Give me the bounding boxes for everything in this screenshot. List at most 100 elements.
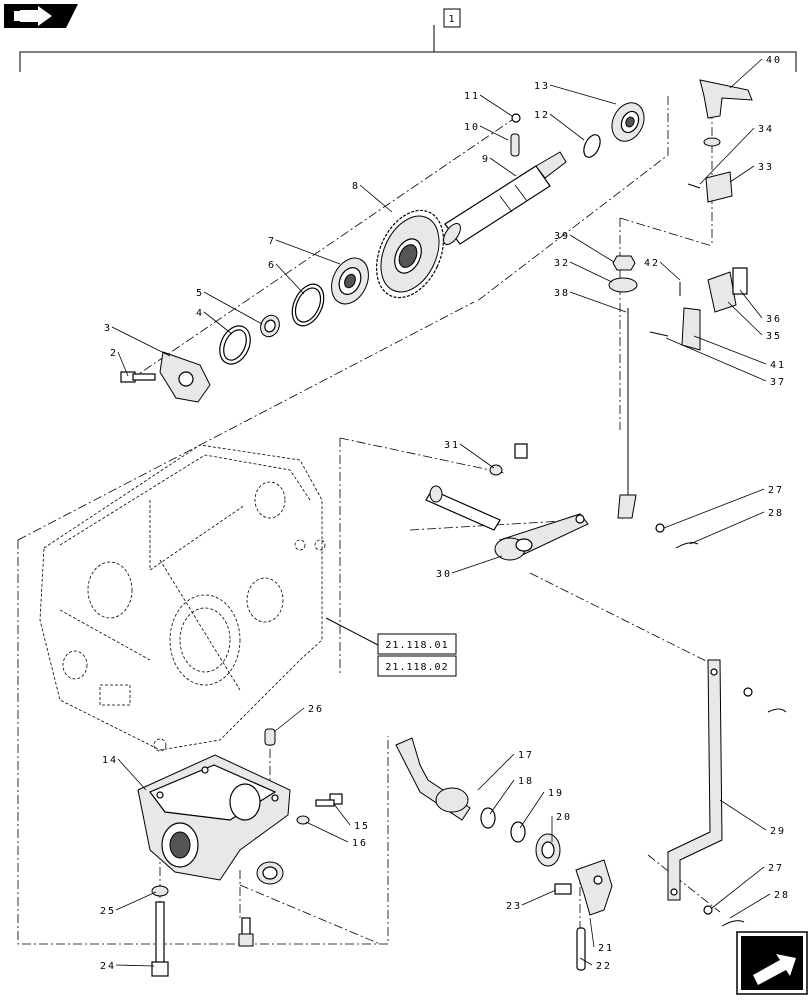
callout-number: 37	[770, 377, 786, 388]
callout-number: 21	[598, 943, 614, 954]
callout-37: 37	[665, 337, 786, 388]
leader-line	[459, 443, 495, 469]
leader-line	[115, 891, 157, 911]
lower-housing	[137, 754, 291, 885]
leader-line	[569, 261, 613, 283]
callout-number: 12	[534, 110, 550, 121]
callout-number: 11	[464, 91, 480, 102]
leader-line	[489, 157, 517, 177]
callout-number: 32	[554, 258, 570, 269]
callout-33: 33	[729, 162, 774, 183]
callout-number: 7	[268, 236, 276, 247]
reference-box-1	[377, 633, 457, 655]
group-ref-label: 1	[448, 14, 455, 25]
callout-number: 15	[354, 821, 370, 832]
callout-number: 27	[768, 863, 784, 874]
callout-number: 5	[196, 288, 204, 299]
leader-line	[117, 758, 147, 791]
callout-16: 16	[305, 821, 368, 849]
callout-2: 2	[110, 348, 129, 377]
callout-8: 8	[352, 181, 393, 213]
leader-line	[719, 799, 767, 831]
leader-line	[727, 301, 763, 336]
callout-number: 30	[436, 569, 452, 580]
callout-12: 12	[534, 110, 585, 141]
callout-number: 35	[766, 331, 782, 342]
callout-39: 39	[554, 231, 615, 263]
leader-line	[275, 239, 341, 265]
leader-line	[203, 291, 263, 325]
leader-line	[111, 326, 171, 357]
leader-line	[589, 917, 595, 948]
callout-3: 3	[104, 323, 171, 357]
leader-line	[549, 84, 617, 105]
callout-29: 29	[719, 799, 786, 837]
leader-line	[693, 335, 767, 365]
callout-7: 7	[268, 236, 341, 265]
callout-number: 19	[548, 788, 564, 799]
leader-line	[729, 893, 771, 919]
callout-number: 10	[464, 122, 480, 133]
callout-27: 27	[711, 863, 784, 909]
leader-line	[549, 113, 585, 141]
leader-line	[569, 234, 615, 263]
callout-number: 3	[104, 323, 112, 334]
callout-number: 34	[758, 124, 774, 135]
leader-line	[273, 707, 305, 733]
next-page-arrow-icon[interactable]	[736, 931, 808, 995]
leader-line	[115, 964, 155, 967]
callout-13: 13	[534, 81, 617, 105]
leader-line	[663, 488, 765, 529]
callout-number: 41	[770, 360, 786, 371]
callout-number: 33	[758, 162, 774, 173]
callout-layer: 2345678910111213141516171819202122232425…	[100, 55, 788, 972]
callout-number: 40	[766, 55, 782, 66]
callout-number: 16	[352, 838, 368, 849]
callout-42: 42	[644, 258, 681, 281]
leader-line	[479, 94, 513, 117]
callout-number: 2	[110, 348, 118, 359]
callout-4: 4	[196, 308, 233, 335]
leader-line	[305, 821, 349, 843]
callout-number: 17	[518, 750, 534, 761]
book-arrow-icon[interactable]	[4, 4, 78, 28]
callout-14: 14	[102, 755, 147, 791]
callout-number: 23	[506, 901, 522, 912]
callout-number: 18	[518, 776, 534, 787]
lever-assembly	[395, 255, 787, 927]
callout-number: 28	[768, 508, 784, 519]
leader-line	[489, 779, 515, 815]
leader-line	[521, 889, 557, 906]
callout-number: 13	[534, 81, 550, 92]
callout-number: 25	[100, 906, 116, 917]
leader-line	[579, 957, 593, 966]
leader-line	[203, 311, 233, 335]
callout-28: 28	[689, 508, 784, 545]
callout-41: 41	[693, 335, 786, 371]
reference-label-2: 21.118.02	[385, 662, 448, 673]
bolt-2	[120, 371, 156, 383]
callout-27: 27	[663, 485, 782, 529]
callout-18: 18	[489, 776, 534, 815]
leader-line	[333, 803, 351, 826]
leader-line	[729, 165, 755, 183]
reference-box-2	[377, 655, 457, 677]
leader-line	[711, 866, 765, 909]
callout-15: 15	[333, 803, 370, 832]
small-hardware	[151, 443, 586, 977]
leader-line	[699, 127, 755, 185]
callout-35: 35	[727, 301, 782, 342]
reference-boxes[interactable]: 21.118.01 21.118.02	[325, 617, 457, 677]
callout-number: 26	[308, 704, 324, 715]
leader-line	[519, 791, 545, 829]
leader-line	[689, 511, 765, 545]
callout-number: 29	[770, 826, 786, 837]
callout-number: 20	[556, 812, 572, 823]
callout-23: 23	[506, 889, 557, 912]
callout-number: 24	[100, 961, 116, 972]
callout-38: 38	[554, 288, 627, 313]
callout-24: 24	[100, 961, 155, 972]
reference-label-1: 21.118.01	[385, 640, 448, 651]
leader-line	[479, 125, 509, 141]
